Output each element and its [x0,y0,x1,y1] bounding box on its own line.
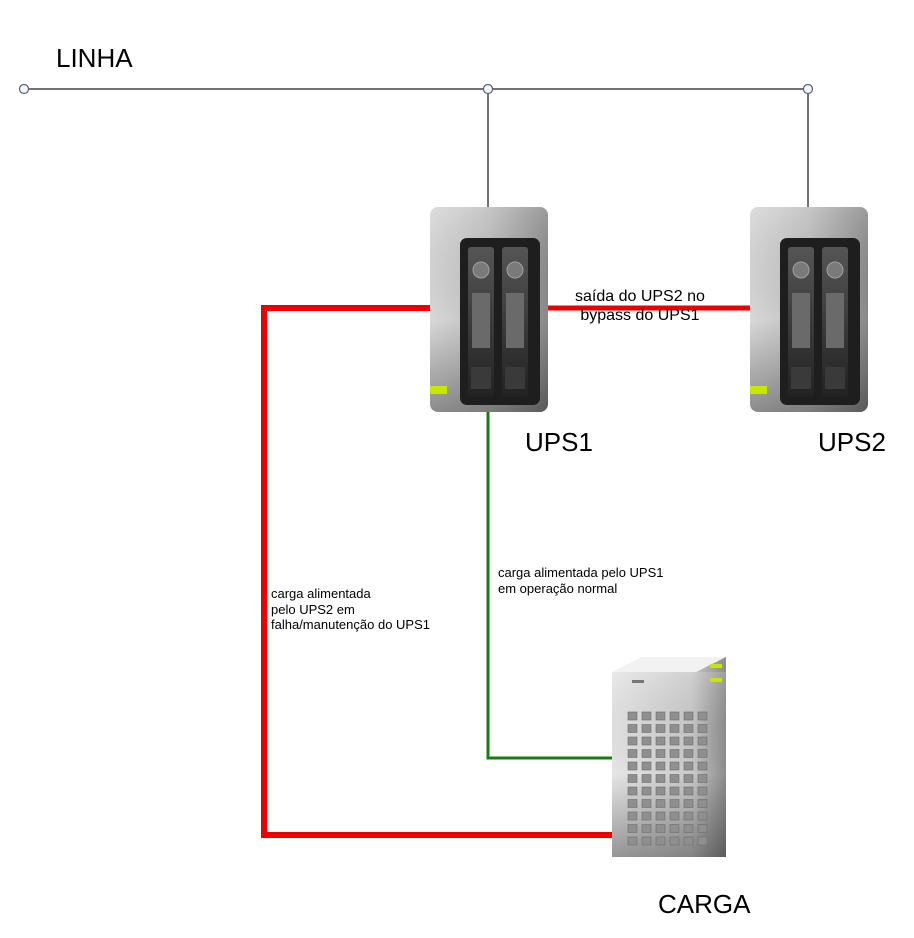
ups1-label: UPS1 [525,427,593,457]
grille-cell [683,761,694,771]
grille-cell [669,736,680,746]
bypass-annotation: saída do UPS2 no bypass do UPS1 [575,287,705,325]
grille-cell [655,724,666,733]
ups2-status-led [750,386,767,394]
grille-cell [627,749,638,758]
bus-node-left [18,83,30,95]
grille-cell [627,836,638,846]
grille-cell [641,811,652,821]
grille-cell [627,711,638,721]
grille-cell [669,836,680,846]
grille-cell [697,811,708,821]
grille-cell [641,774,652,783]
normal-annotation: carga alimentada pelo UPS1 em operação n… [498,565,664,596]
line-label: LINHA [56,43,133,73]
failure-annotation-line1: carga alimentada [271,586,371,601]
grille-cell [641,711,652,721]
grille-cell [683,836,694,846]
grille-cell [669,724,680,733]
ups2-label: UPS2 [818,427,886,457]
grille-cell [641,761,652,771]
grille-cell [641,799,652,808]
grille-cell [655,786,666,796]
grille-cell [655,824,666,833]
bypass-annotation-line1: saída do UPS2 no [575,288,705,305]
grille-cell [683,736,694,746]
grille-cell [641,836,652,846]
grille-cell [627,761,638,771]
grille-cell [655,799,666,808]
grille-cell [669,761,680,771]
grille-cell [641,724,652,733]
grille-cell [627,799,638,808]
grille-cell [697,749,708,758]
grille-cell [669,811,680,821]
ups1-device[interactable] [430,207,548,412]
grille-cell [641,824,652,833]
grille-cell [697,724,708,733]
grille-cell [627,736,638,746]
grille-cell [655,711,666,721]
grille-cell [697,786,708,796]
grille-cell [683,749,694,758]
grille-cell [655,761,666,771]
grille-cell [669,749,680,758]
normal-annotation-line2: em operação normal [498,580,618,596]
grille-cell [697,774,708,783]
grille-cell [669,799,680,808]
grille-cell [669,786,680,796]
grille-cell [683,824,694,833]
failure-path [261,305,612,838]
failure-annotation-line2: pelo UPS2 em [271,601,355,617]
grille-cell [627,824,638,833]
grille-cell [641,749,652,758]
bypass-annotation-line2: bypass do UPS1 [580,307,700,325]
grille-cell [697,824,708,833]
grille-cell [641,736,652,746]
grille-cell [641,786,652,796]
grille-cell [627,811,638,821]
grille-cell [669,711,680,721]
bus-node-ups1 [482,83,494,95]
grille-cell [627,774,638,783]
load-server[interactable] [612,657,726,857]
grille-cell [683,774,694,783]
failure-annotation-line3: falha/manutenção do UPS1 [271,617,430,633]
grille-cell [655,749,666,758]
grille-cell [627,724,638,733]
grille-cell [655,774,666,783]
grille-cell [683,711,694,721]
grille-cell [655,811,666,821]
grille-cell [697,761,708,771]
ups1-status-led [430,386,447,394]
grille-cell [627,786,638,796]
load-label: CARGA [658,889,751,919]
grille-cell [697,711,708,721]
grille-cell [683,799,694,808]
grille-cell [683,724,694,733]
grille-cell [669,824,680,833]
normal-annotation-line1: carga alimentada pelo UPS1 [498,565,664,580]
grille-cell [669,774,680,783]
failure-annotation: carga alimentada pelo UPS2 em falha/manu… [271,586,430,633]
grille-cell [683,811,694,821]
grille-cell [697,836,708,846]
grille-cell [655,736,666,746]
grille-cell [697,799,708,808]
normal-path [486,412,612,760]
grille-cell [655,836,666,846]
grille-cell [683,786,694,796]
bus-node-ups2 [802,83,814,95]
grille-cell [697,736,708,746]
ups2-device[interactable] [750,207,868,412]
line-bus [18,83,814,207]
